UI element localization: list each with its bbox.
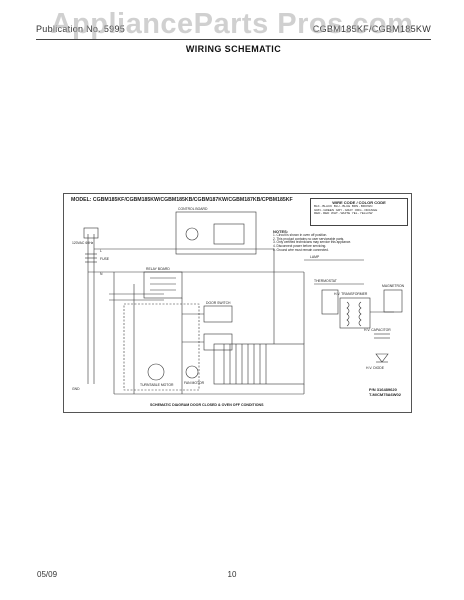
model-numbers: CGBM185KF/CGBM185KW — [312, 24, 431, 34]
outlet-label: 120VAC 60Hz — [72, 241, 94, 245]
capacitor-label: H.V. CAPACITOR — [364, 328, 391, 332]
door-switch-label: DOOR SWITCH — [206, 301, 231, 305]
fan-label: FAN MOTOR — [184, 381, 205, 385]
part-number: P/N 316489620 — [369, 387, 397, 392]
schematic-drawing: 120VAC 60Hz L N FUSE GND RELAY BOARD CON… — [72, 207, 405, 395]
line-label: L — [100, 249, 102, 253]
transformer-label: H.V. TRANSFORMER — [334, 292, 368, 296]
wiring-schematic: 120VAC 60Hz L N FUSE GND RELAY BOARD CON… — [63, 193, 412, 413]
legend-item: BLU - BLUE — [333, 204, 351, 208]
section-title: WIRING SCHEMATIC — [185, 44, 282, 54]
legend-item: YEL - YELLOW — [351, 211, 373, 216]
header-divider — [36, 39, 431, 40]
note-item: 1. Circuit is shown in oven off position… — [273, 232, 328, 237]
legend-item: BLK - BLACK — [314, 204, 333, 208]
note-item: 5. Ground wire must remain connected. — [273, 247, 329, 252]
page-header: Publication No. 5995 CGBM185KF/CGBM185KW… — [36, 22, 431, 62]
color-code-legend: WIRE CODE / COLOR CODE BLK - BLACK BLU -… — [310, 198, 408, 226]
note-item: 2. This product contains no user service… — [273, 236, 345, 241]
footer-date: 05/09 — [37, 570, 58, 579]
magnetron-label: MAGNETRON — [382, 284, 405, 288]
publication-number: Publication No. 5995 — [36, 24, 126, 34]
legend-item: GRY - GRAY — [335, 207, 354, 212]
ground-label: GND — [72, 387, 80, 391]
neutral-label: N — [100, 272, 103, 276]
thermostat-label: THERMOSTAT — [314, 279, 337, 283]
part-number-block: P/N 316489620 T-M/CM75A6W02 — [369, 387, 401, 397]
schematic-footer-note: SCHEMATIC DIAGRAM DOOR CLOSED & OVEN OFF… — [150, 403, 264, 407]
legend-item: GRN - GREEN — [314, 207, 335, 212]
watermark-logo: ApplianceParts Pros.com — [50, 8, 414, 40]
legend-item: ORG - ORANGE — [354, 207, 378, 212]
diode-label: H.V. DIODE — [366, 366, 385, 370]
drawing-number: T-M/CM75A6W02 — [369, 392, 402, 397]
page-number: 10 — [227, 570, 237, 579]
notes-box: NOTES: 1. Circuit is shown in oven off p… — [273, 230, 407, 256]
control-label: CONTROL BOARD — [178, 207, 208, 211]
note-item: 3. Only certified technicians may servic… — [273, 240, 352, 245]
note-item: 4. Disconnect power before servicing. — [273, 244, 327, 249]
legend-item: RED - RED — [314, 211, 330, 216]
legend-items: BLK - BLACK BLU - BLUE BRN - BROWN GRN -… — [311, 204, 407, 216]
lamp-label: LAMP — [310, 255, 320, 259]
legend-item: WHT - WHITE — [331, 211, 351, 216]
model-label: MODEL: CGBM185KF/CGBM185KW/CGBM185KB/CGB… — [71, 197, 293, 203]
legend-title: WIRE CODE / COLOR CODE — [332, 200, 386, 205]
legend-item: BRN - BROWN — [351, 204, 373, 208]
relay-label: RELAY BOARD — [146, 267, 170, 271]
turntable-label: TURNTABLE MOTOR — [140, 383, 174, 387]
fuse-label: FUSE — [100, 257, 110, 261]
notes-title: NOTES: — [273, 229, 289, 234]
